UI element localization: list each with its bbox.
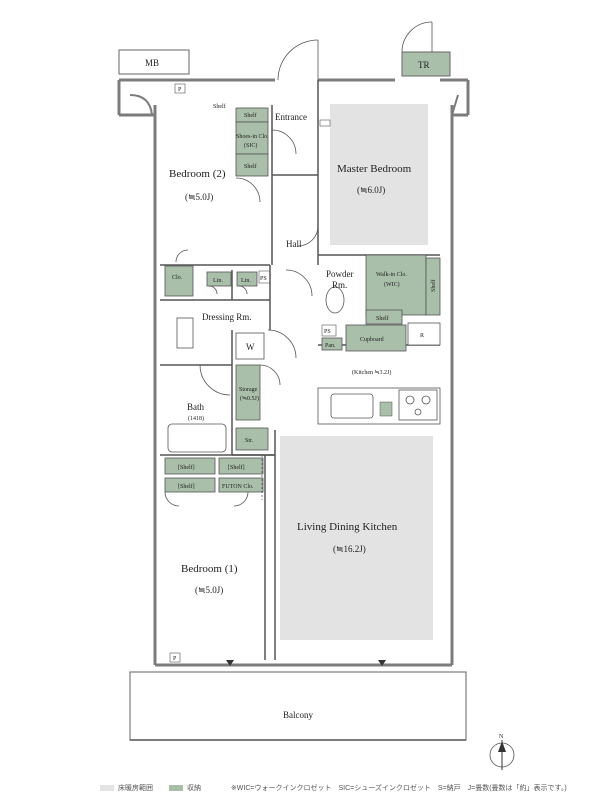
p-marker-bottom: P xyxy=(173,656,177,662)
storage-size: (≒0.5J) xyxy=(240,395,259,402)
shoes-in-closet-label: Shoes-in Clo. xyxy=(236,134,269,140)
storage-legend: 収納 xyxy=(186,785,201,792)
bath-label: Bath xyxy=(187,402,204,412)
mb-label: MB xyxy=(145,58,159,68)
lin1-label: Lin. xyxy=(213,278,223,284)
futon-clo-label: FUTON Clo. xyxy=(222,484,254,490)
ps-marker-box-kitchen xyxy=(321,324,337,337)
balcony-label: Balcony xyxy=(283,710,313,720)
master-bedroom-floor-heating xyxy=(330,104,428,245)
bedroom2-size: (≒5.0J) xyxy=(185,192,213,202)
compass-n-label: N xyxy=(499,734,504,740)
kitchen-sink xyxy=(330,393,374,419)
burner-icon xyxy=(414,408,422,416)
cooktop xyxy=(398,389,438,421)
washer-label: W xyxy=(246,342,255,352)
tr-box xyxy=(401,51,451,77)
cupboard-label: Cupboard xyxy=(360,337,384,343)
north-arrow-icon xyxy=(498,741,506,752)
ldk-size: (≒16.2J) xyxy=(333,544,366,554)
str-label: Str. xyxy=(245,438,254,444)
sic-label: (SIC) xyxy=(244,142,257,149)
master-bedroom-label: Master Bedroom xyxy=(337,163,412,175)
wic-shelf-bottom-label: Shelf xyxy=(376,315,389,322)
refrigerator-box xyxy=(407,322,441,346)
shelf-lower-label: Shelf xyxy=(244,163,257,170)
tr-door-arc xyxy=(401,21,433,53)
legend-note: ※WIC=ウォークインクロゼット SIC=シューズインクロゼット S=納戸 J=… xyxy=(230,785,567,792)
burner-icon xyxy=(421,395,431,405)
wic-label: (WIC) xyxy=(384,281,400,288)
burner-icon xyxy=(405,395,415,405)
storage-blocks xyxy=(164,107,441,493)
clo-label: Clo. xyxy=(172,275,183,281)
storage-label: Storage xyxy=(239,387,258,393)
tr-label: TR xyxy=(418,60,430,70)
dish-rack xyxy=(379,401,393,417)
floor-heating-swatch xyxy=(100,785,114,791)
hall-label: Hall xyxy=(286,239,302,249)
master-closet-left xyxy=(319,119,331,127)
b1-shelf-right-label: [Shelf] xyxy=(228,464,245,471)
bath-size: (1418) xyxy=(188,415,204,422)
ps-marker-dressing: PS xyxy=(260,276,267,282)
balcony-area xyxy=(129,671,467,741)
refrigerator-label: R xyxy=(420,333,424,339)
bedroom2-label: Bedroom (2) xyxy=(169,168,226,180)
bedroom1-size: (≒5.0J) xyxy=(195,585,223,595)
exterior-walls xyxy=(117,78,470,667)
wic-shelf-side-label: Shelf xyxy=(430,279,437,292)
walk-in-closet-label: Walk-in Clo. xyxy=(376,272,407,278)
window-marker-right xyxy=(378,660,386,666)
entrance-label: Entrance xyxy=(275,112,307,122)
ldk-label: Living Dining Kitchen xyxy=(297,521,398,533)
bathtub xyxy=(167,423,227,453)
p-marker-box-top xyxy=(174,83,186,94)
ps-marker-kitchen: PS xyxy=(324,329,331,335)
ldk-floor-heating xyxy=(280,436,433,640)
kitchen-label: (Kitchen ≒3.2J) xyxy=(352,369,391,376)
vanity-sink xyxy=(176,317,194,349)
shelf-small-label: Shelf xyxy=(213,103,226,110)
right-column xyxy=(451,94,459,116)
bedroom1-label: Bedroom (1) xyxy=(181,563,238,575)
washer-box xyxy=(235,332,265,360)
b1-shelf-lower-label: [Shelf] xyxy=(178,483,195,490)
p-marker-box-bottom xyxy=(169,652,181,663)
shelf-top-label: Shelf xyxy=(244,112,257,119)
window-marker-left xyxy=(226,660,234,666)
entrance-door-arc xyxy=(277,39,319,81)
lin2-label: Lin. xyxy=(241,278,251,284)
left-column xyxy=(129,94,153,116)
ps-marker-box-dressing xyxy=(258,270,271,284)
p-marker-top: P xyxy=(178,87,182,93)
master-bedroom-size: (≒6.0J) xyxy=(357,185,385,195)
mb-box xyxy=(118,49,190,75)
legend: 床暖房範囲 収納 ※WIC=ウォークインクロゼット SIC=シューズインクロゼッ… xyxy=(100,783,567,793)
interior-doors xyxy=(164,129,319,507)
powder-room-label-2: Rm. xyxy=(332,280,347,290)
floor-heating-legend: 床暖房範囲 xyxy=(118,785,153,792)
powder-room-label-1: Powder xyxy=(326,269,354,279)
dressing-room-label: Dressing Rm. xyxy=(202,312,252,322)
toilet xyxy=(325,286,345,314)
b1-shelf-left-label: [Shelf] xyxy=(178,464,195,471)
pan-label: Pan. xyxy=(325,343,336,349)
storage-swatch xyxy=(168,785,183,791)
